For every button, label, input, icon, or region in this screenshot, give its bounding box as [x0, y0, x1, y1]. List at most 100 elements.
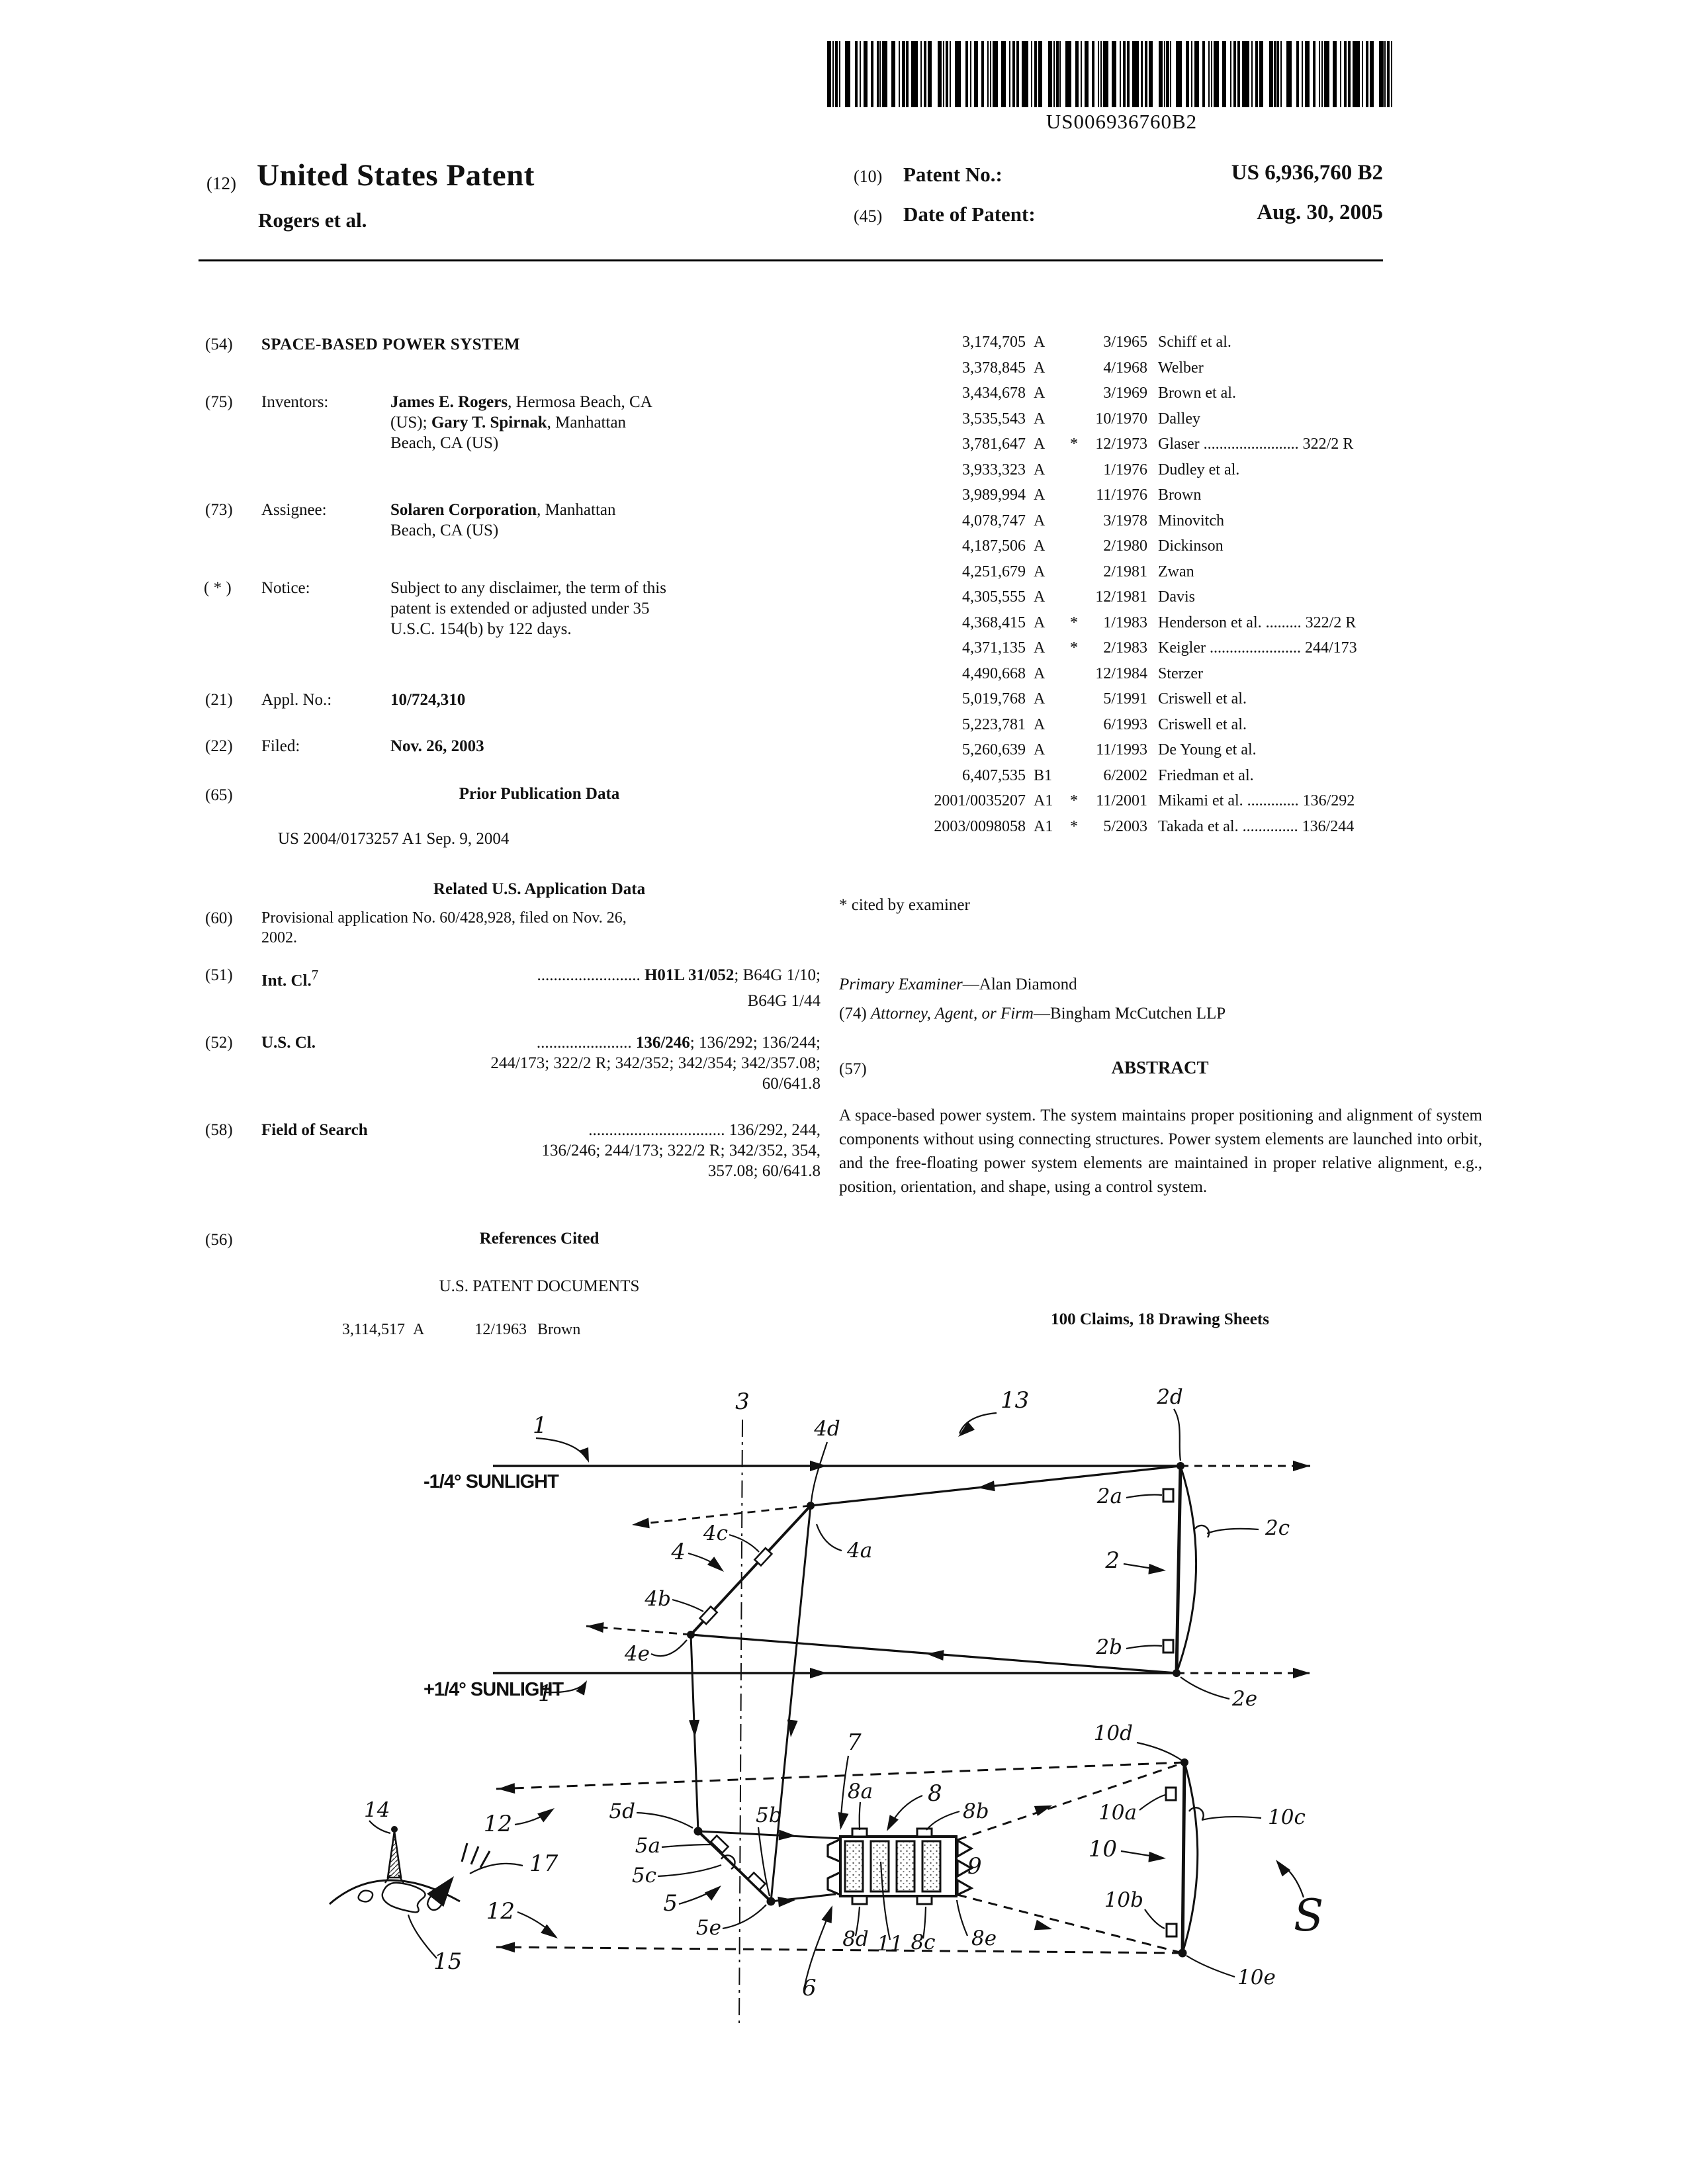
text-line: Beach, CA (US): [390, 434, 499, 452]
field-of-search-label: Field of Search: [261, 1121, 368, 1139]
barcode-bar: [1100, 41, 1102, 107]
barcode-bar: [1237, 41, 1241, 107]
barcode-bar: [1353, 41, 1360, 107]
field-of-search-line2: 136/246; 244/173; 322/2 R; 342/352, 354,: [541, 1142, 821, 1160]
attorney-label: Attorney, Agent, or Firm: [870, 1005, 1034, 1023]
barcode-bar: [1158, 41, 1163, 107]
figure-label-5a: 5a: [635, 1834, 660, 1858]
inventors-label: Inventors:: [261, 393, 329, 411]
barcode-bar: [1208, 41, 1210, 107]
attorney-num: (74): [839, 1005, 867, 1023]
abstract-heading: ABSTRACT: [1111, 1058, 1209, 1077]
downlink-arrow-icon: [427, 1876, 454, 1907]
figure-label-8e: 8e: [971, 1927, 997, 1950]
figure-label-4d: 4d: [813, 1417, 840, 1441]
figure-label-13: 13: [1001, 1387, 1029, 1414]
filed-label: Filed:: [261, 737, 300, 755]
barcode-bar: [1210, 41, 1212, 107]
figure-label-sunlight_bottom: +1/4° SUNLIGHT: [424, 1679, 564, 1700]
us-cl-row: U.S. Cl. ....................... 136/246…: [261, 1032, 821, 1094]
barcode-bar: [1148, 41, 1153, 107]
figure-label-11: 11: [877, 1932, 903, 1956]
references-cited-heading: References Cited: [479, 1230, 600, 1248]
barcode-bar: [1176, 41, 1182, 107]
barcode-bar: [1347, 41, 1351, 107]
field-65-num: (65): [205, 786, 233, 804]
related-data-value: Provisional application No. 60/428,928, …: [261, 908, 821, 948]
field-54-num: (54): [205, 336, 233, 353]
barcode-bar: [1001, 41, 1006, 107]
abstract-text: A space-based power system. The system m…: [839, 1107, 1482, 1196]
barcode-bar: [1202, 41, 1205, 107]
barcode-bar: [973, 41, 978, 107]
barcode-bar: [1012, 41, 1016, 107]
figure-label-6: 6: [802, 1975, 817, 2001]
figure-label-10: 10: [1089, 1836, 1117, 1862]
barcode-bar: [1163, 41, 1165, 107]
figure-label-10c: 10c: [1268, 1805, 1306, 1829]
primary-examiner-label: Primary Examiner: [839, 976, 963, 993]
field-75-num: (75): [205, 393, 233, 411]
prior-publication-heading: Prior Publication Data: [459, 785, 620, 803]
barcode-bar: [1141, 41, 1143, 107]
figure-label-5e: 5e: [696, 1916, 721, 1940]
barcode-bar: [1030, 41, 1032, 107]
field-73-num: (73): [205, 501, 233, 519]
us-patent-documents-heading-left: U.S. PATENT DOCUMENTS: [439, 1277, 640, 1295]
barcode-bar: [1233, 41, 1237, 107]
earth-ground-station: [329, 1826, 491, 1913]
barcode-bar: [906, 41, 909, 107]
figure-label-9: 9: [967, 1853, 982, 1880]
field-22-num: (22): [205, 737, 233, 755]
barcode-bar: [1391, 41, 1393, 107]
figure-label-sunlight_top: -1/4° SUNLIGHT: [424, 1471, 559, 1492]
figure-label-12: 12: [486, 1898, 515, 1925]
barcode-bar: [1016, 41, 1020, 107]
page-title: United States Patent: [257, 158, 535, 193]
field-60-num: (60): [205, 909, 233, 927]
barcode-bar: [928, 41, 932, 107]
barcode-bar: [1323, 41, 1329, 107]
text-line: James E. Rogers, Hermosa Beach, CA: [390, 393, 652, 411]
field-58-num: (58): [205, 1121, 233, 1139]
text-line: U.S.C. 154(b) by 122 days.: [390, 620, 572, 638]
figure-label-4c: 4c: [703, 1522, 728, 1545]
barcode-bar: [1048, 41, 1053, 107]
assignee-label: Assignee:: [261, 501, 327, 519]
barcode-bar: [902, 41, 905, 107]
barcode-bar: [1055, 41, 1059, 107]
kind-code: (12): [206, 173, 236, 193]
barcode-bar: [1387, 41, 1390, 107]
barcode-bar: [1269, 41, 1273, 107]
barcode-bar: [981, 41, 985, 107]
barcode-bar: [854, 41, 858, 107]
barcode-bar: [1194, 41, 1199, 107]
text-line: Beach, CA (US): [390, 522, 499, 539]
cited-by-examiner-note: * cited by examiner: [839, 896, 970, 914]
barcode-bar: [965, 41, 968, 107]
barcode-bar: [1213, 41, 1220, 107]
barcode-bar: [1286, 41, 1292, 107]
barcode-bar: [1038, 41, 1043, 107]
inventor-short-line: Rogers et al.: [258, 208, 367, 232]
text-line: Solaren Corporation, Manhattan: [390, 501, 616, 519]
field-of-search-row: Field of Search ........................…: [261, 1120, 821, 1181]
barcode-bar: [945, 41, 948, 107]
barcode-bar: [1222, 41, 1227, 107]
barcode-bar: [1301, 41, 1303, 107]
figure-label-12: 12: [484, 1811, 512, 1837]
barcode-bar: [1091, 41, 1095, 107]
barcode-bar: [898, 41, 900, 107]
